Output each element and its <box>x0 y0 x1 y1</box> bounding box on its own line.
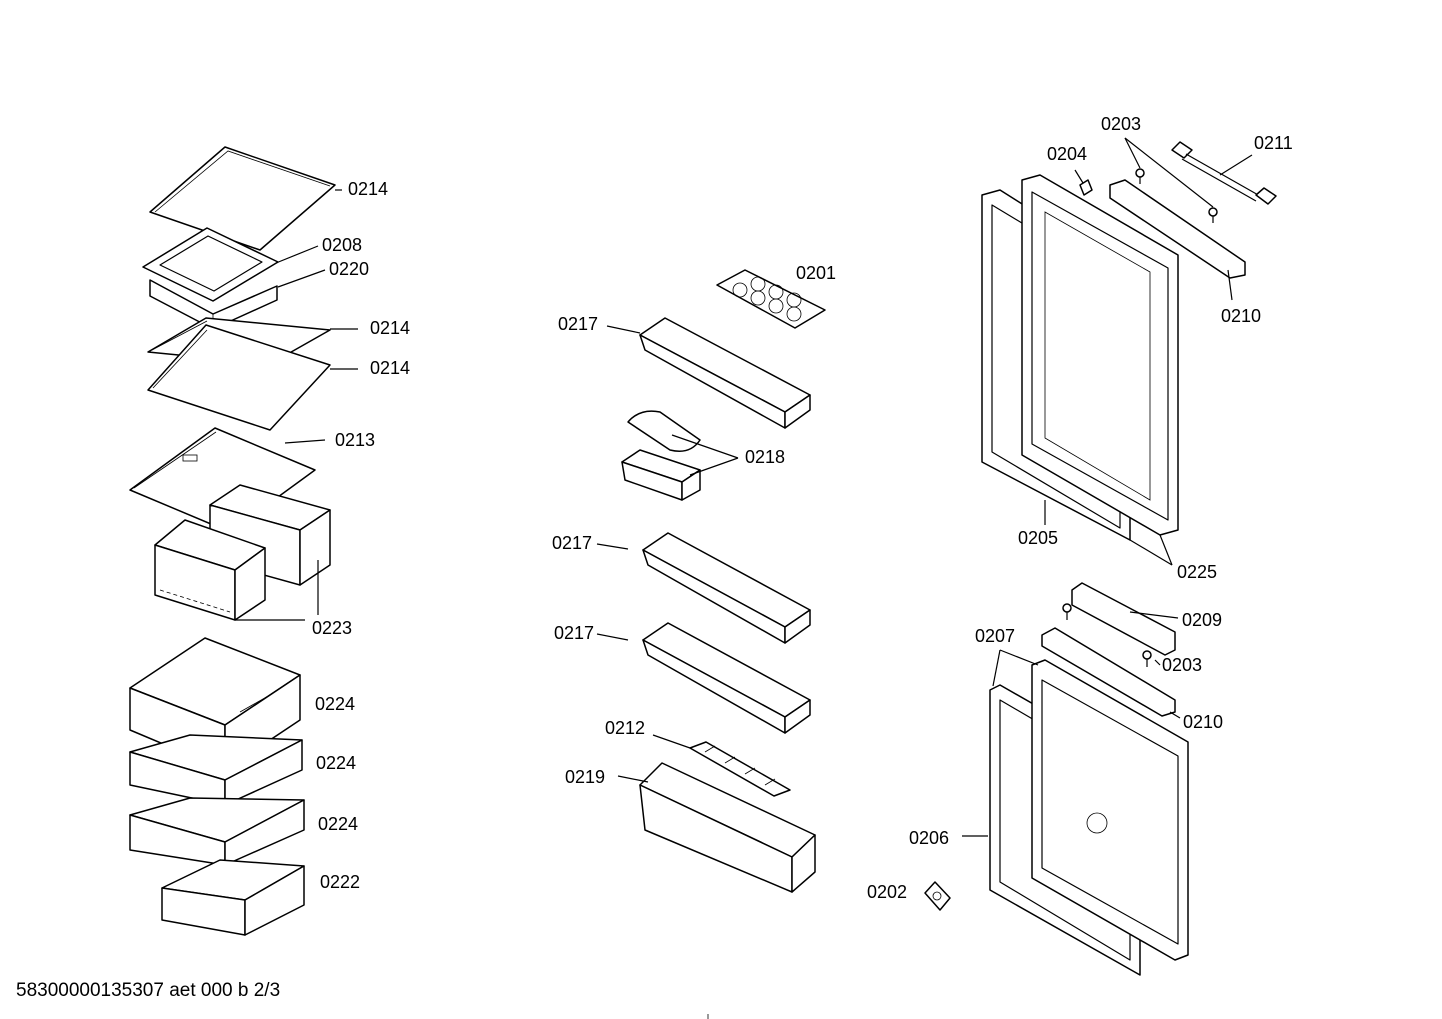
temperature-knob <box>924 881 951 911</box>
bottle-rack <box>639 762 816 893</box>
callout-0224-a: 0224 <box>315 694 355 714</box>
door-rack-3 <box>642 622 811 734</box>
callout-0218: 0218 <box>745 447 785 467</box>
callout-0222: 0222 <box>320 872 360 892</box>
butter-dish <box>621 410 701 501</box>
leader-lines <box>235 137 1253 837</box>
door-handle <box>1171 141 1277 205</box>
callout-0210-a: 0210 <box>1221 306 1261 326</box>
screws-upper <box>1135 168 1218 223</box>
callout-0219: 0219 <box>565 767 605 787</box>
callout-0217-c: 0217 <box>554 623 594 643</box>
glass-shelf-3 <box>147 324 331 431</box>
callout-0223: 0223 <box>312 618 352 638</box>
shelf-cover-plate <box>129 427 316 533</box>
callout-0214-b: 0214 <box>370 318 410 338</box>
freezer-drawer-2 <box>129 734 303 806</box>
callout-0214-c: 0214 <box>370 358 410 378</box>
callout-0205: 0205 <box>1018 528 1058 548</box>
callout-0209: 0209 <box>1182 610 1222 630</box>
callout-0201: 0201 <box>796 263 836 283</box>
hinge-cover-lower <box>1071 582 1176 656</box>
callout-0204: 0204 <box>1047 144 1087 164</box>
screws-lower <box>1062 603 1152 667</box>
bottle-retainer <box>689 741 791 797</box>
freezer-drawer-bottom <box>161 859 305 936</box>
salad-crisper-pair <box>154 484 331 621</box>
callout-0225: 0225 <box>1177 562 1217 582</box>
lower-hinge-bracket <box>1041 627 1176 717</box>
callout-0203-b: 0203 <box>1162 655 1202 675</box>
callout-labels: 0214 0208 0220 0214 0214 0213 0223 0224 … <box>312 114 1293 902</box>
callout-0212: 0212 <box>605 718 645 738</box>
door-rack-1 <box>639 317 811 429</box>
callout-0217-b: 0217 <box>552 533 592 553</box>
callout-0224-b: 0224 <box>316 753 356 773</box>
callout-0202: 0202 <box>867 882 907 902</box>
callout-0217-a: 0217 <box>558 314 598 334</box>
door-rack-2 <box>642 532 811 644</box>
callout-0206: 0206 <box>909 828 949 848</box>
hinge-cover <box>1079 179 1093 196</box>
callout-0211: 0211 <box>1254 133 1293 153</box>
callout-0220: 0220 <box>329 259 369 279</box>
fridge-door-inner <box>1021 174 1179 536</box>
callout-0203-a: 0203 <box>1101 114 1141 134</box>
callout-0213: 0213 <box>335 430 375 450</box>
callout-0224-c: 0224 <box>318 814 358 834</box>
callout-0210-b: 0210 <box>1183 712 1223 732</box>
freezer-door-inner <box>1031 659 1189 961</box>
egg-tray <box>716 269 826 329</box>
callout-0207: 0207 <box>975 626 1015 646</box>
drawing-reference-code: 58300000135307 aet 000 b 2/3 <box>16 980 281 1001</box>
callout-0208: 0208 <box>322 235 362 255</box>
upper-hinge-bracket <box>1109 179 1246 279</box>
glass-shelf-top <box>149 146 336 251</box>
callout-0214-a: 0214 <box>348 179 388 199</box>
freezer-drawer-3 <box>129 797 305 866</box>
